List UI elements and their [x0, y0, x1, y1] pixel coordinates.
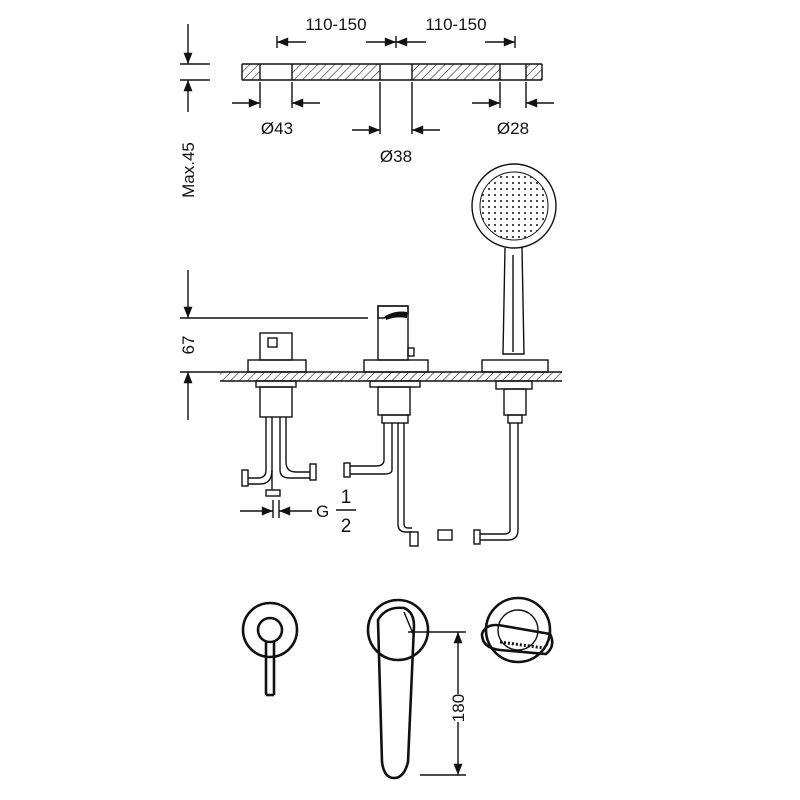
- mixer-plan: [241, 601, 299, 697]
- spacing-left-label: 110-150: [305, 15, 366, 34]
- mixer-control-elevation: [241, 332, 317, 497]
- deck-hatch-mid-left: [292, 64, 380, 80]
- plan-view: 180: [241, 596, 554, 780]
- hole-center-diameter: Ø38: [380, 147, 412, 166]
- hole-left-diameter: Ø43: [261, 119, 293, 138]
- connector-piece: [437, 529, 453, 541]
- deck-hatch-mid-right: [412, 64, 500, 80]
- countertop-hatch: [220, 372, 562, 381]
- hand-shower-plan: [480, 596, 554, 664]
- max-thickness-label: Max.45: [179, 142, 198, 198]
- hand-shower-elevation: [471, 163, 557, 545]
- spout-elevation: [343, 305, 429, 547]
- spout-plan: [366, 598, 430, 780]
- thread-prefix: G: [316, 502, 329, 521]
- hole-right-diameter: Ø28: [497, 119, 529, 138]
- spout-reach-label: 180: [449, 694, 468, 722]
- height-label: 67: [179, 336, 198, 355]
- shower-head-outline: [471, 163, 557, 249]
- deck-hatch-right: [526, 64, 542, 80]
- thread-numerator: 1: [341, 487, 352, 508]
- spacing-right-label: 110-150: [425, 15, 486, 34]
- shower-head-face: [479, 171, 549, 241]
- elevation-view: 67 G: [179, 163, 562, 547]
- thread-dimension: G 1 2: [240, 487, 356, 537]
- deck-plan-section: 110-150 110-150 Ø43 Ø38 Ø28 Max.45: [179, 15, 554, 198]
- deck-hatch-left: [242, 64, 260, 80]
- thread-denominator: 2: [341, 516, 352, 537]
